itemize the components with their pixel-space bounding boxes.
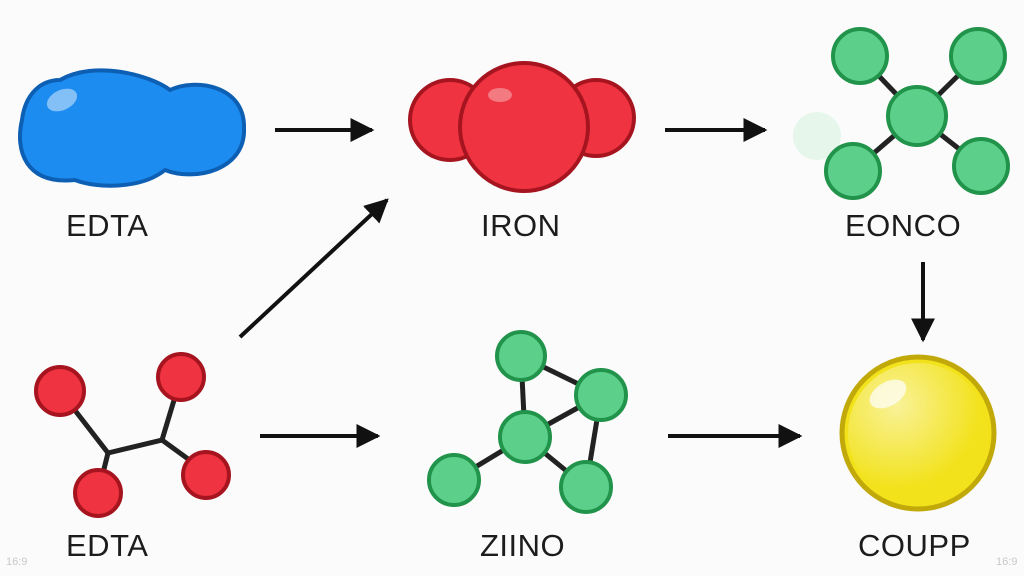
- coupp-molecule: [839, 354, 997, 512]
- eonco-label: EONCO: [845, 208, 962, 243]
- iron-label: IRON: [481, 208, 561, 243]
- ziino-label: ZIINO: [480, 528, 566, 563]
- edta-top-molecule: [18, 68, 247, 188]
- edta-bottom-molecule: [34, 352, 231, 518]
- eonco-molecule: [793, 27, 1010, 200]
- corner-mark-left: 16:9: [6, 556, 28, 568]
- ziino-molecule: [427, 330, 628, 514]
- edta-bottom-label: EDTA: [66, 528, 149, 563]
- coupp-label: COUPP: [858, 528, 971, 563]
- iron-molecule: [408, 61, 636, 193]
- corner-mark-right: 16:9: [996, 556, 1018, 568]
- edta-top-label: EDTA: [66, 208, 149, 243]
- blue-blob-body: [18, 68, 247, 188]
- arrow-edta-bottom-to-iron: [238, 198, 389, 339]
